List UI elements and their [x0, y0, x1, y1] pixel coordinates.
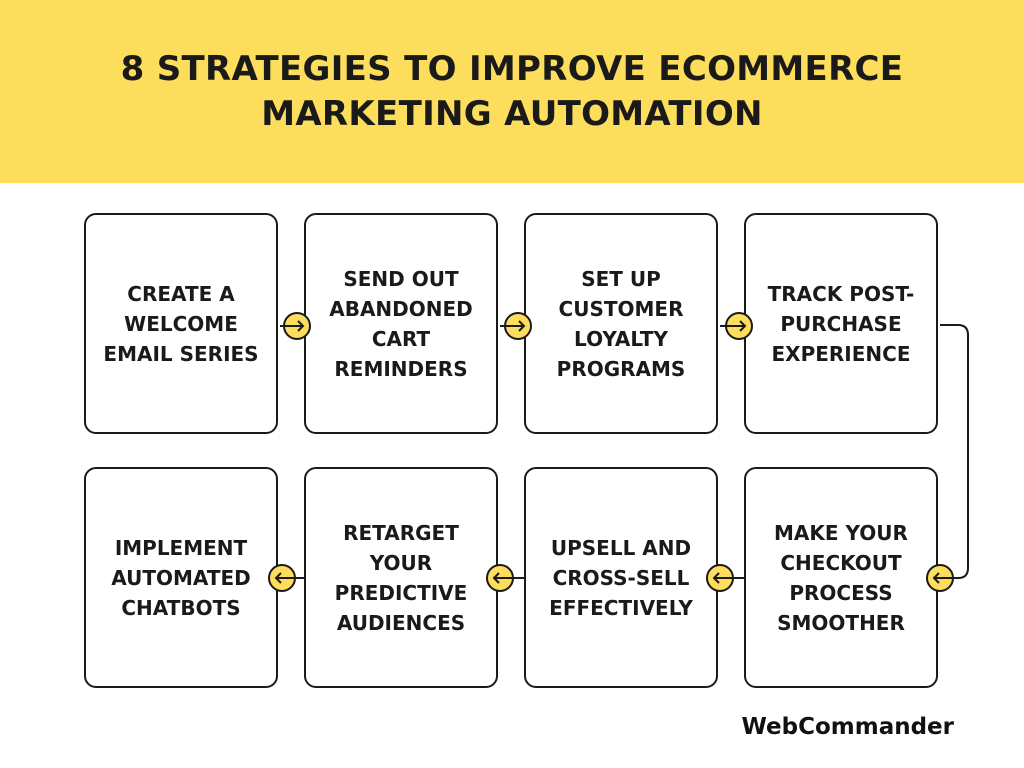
- step-label: TRACK POST-PURCHASE EXPERIENCE: [767, 281, 915, 366]
- step-card-7: RETARGET YOUR PREDICTIVE AUDIENCES: [304, 467, 498, 688]
- brand-logo: WebCommander: [741, 714, 954, 740]
- step-card-6: UPSELL AND CROSS-SELL EFFECTIVELY: [524, 467, 718, 688]
- step-label: SEND OUT ABANDONED CART REMINDERS: [329, 266, 473, 381]
- step-label: CREATE A WELCOME EMAIL SERIES: [103, 281, 259, 366]
- step-card-1: CREATE A WELCOME EMAIL SERIES: [84, 213, 278, 434]
- step-label: RETARGET YOUR PREDICTIVE AUDIENCES: [334, 520, 468, 635]
- page-title: 8 STRATEGIES TO IMPROVE ECOMMERCE MARKET…: [120, 48, 904, 134]
- step-label: UPSELL AND CROSS-SELL EFFECTIVELY: [549, 535, 693, 620]
- connector-line: [940, 324, 969, 579]
- step-card-8: IMPLEMENT AUTOMATED CHATBOTS: [84, 467, 278, 688]
- step-label: SET UP CUSTOMER LOYALTY PROGRAMS: [556, 266, 686, 381]
- step-card-5: MAKE YOUR CHECKOUT PROCESS SMOOTHER: [744, 467, 938, 688]
- step-label: IMPLEMENT AUTOMATED CHATBOTS: [111, 535, 251, 620]
- step-label: MAKE YOUR CHECKOUT PROCESS SMOOTHER: [774, 520, 908, 635]
- step-card-2: SEND OUT ABANDONED CART REMINDERS: [304, 213, 498, 434]
- step-card-3: SET UP CUSTOMER LOYALTY PROGRAMS: [524, 213, 718, 434]
- step-card-4: TRACK POST-PURCHASE EXPERIENCE: [744, 213, 938, 434]
- header-banner: 8 STRATEGIES TO IMPROVE ECOMMERCE MARKET…: [0, 0, 1024, 183]
